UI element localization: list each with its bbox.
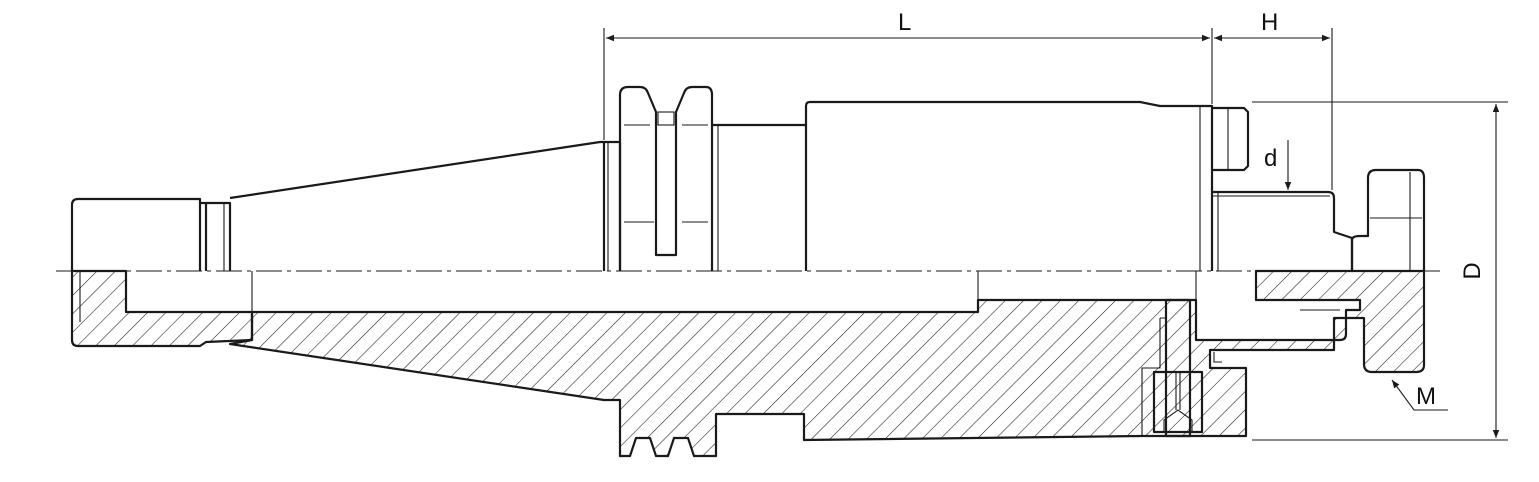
flange-outline — [618, 85, 714, 271]
dim-leader-M — [1391, 379, 1448, 411]
dim-label-L: L — [898, 9, 911, 36]
dim-label-d: d — [1264, 145, 1277, 172]
collet-nut-section — [70, 269, 254, 348]
taper-outline — [229, 140, 606, 271]
body-outline — [804, 100, 1214, 271]
section-view — [70, 269, 1426, 458]
dim-label-M: M — [1416, 383, 1436, 410]
exterior-view — [70, 85, 1426, 271]
body-section — [228, 269, 1426, 458]
dimension-lines — [603, 28, 1508, 441]
dim-label-H: H — [1261, 9, 1278, 36]
collet-nut-outline — [70, 197, 202, 271]
screw-head-outline — [1350, 168, 1426, 271]
dim-label-D: D — [1459, 262, 1486, 279]
pilot-outline — [1212, 190, 1354, 271]
